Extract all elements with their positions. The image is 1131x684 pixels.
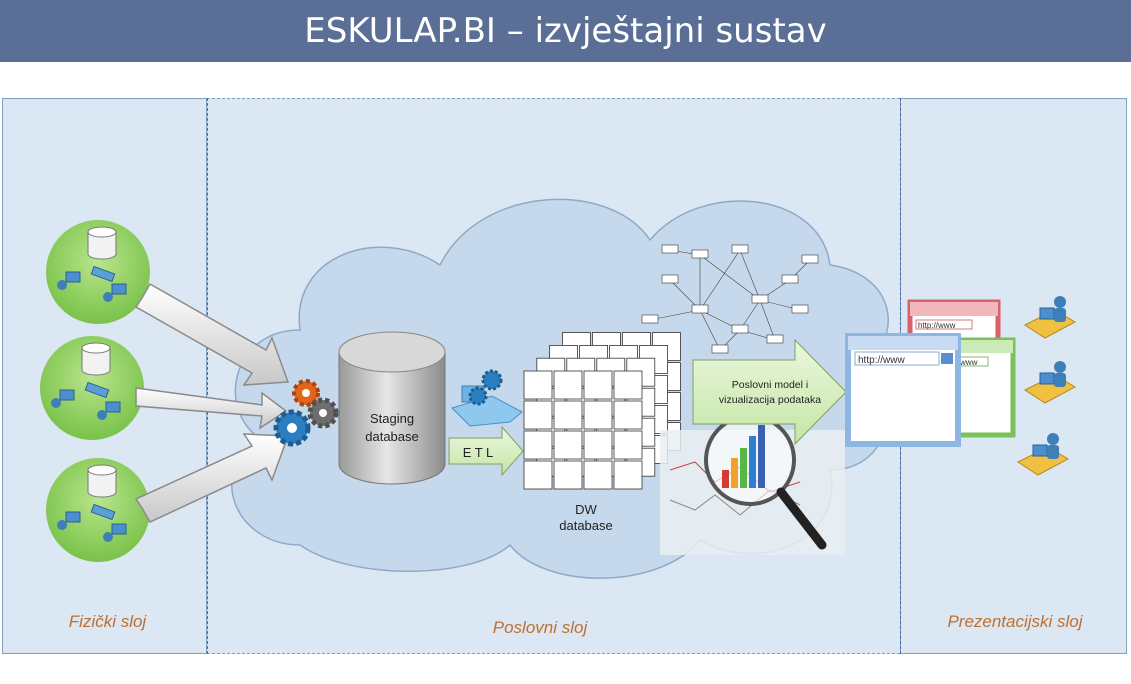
browser-url: http://www — [918, 321, 956, 330]
layer-divider — [207, 98, 208, 654]
dw-cube-cell — [583, 400, 613, 430]
browser-window-blue: http://www — [845, 333, 961, 447]
business-layer-label: Poslovni sloj — [492, 618, 588, 637]
dw-cube-cell — [523, 430, 553, 460]
model-label-line2: vizualizacija podataka — [719, 394, 821, 406]
dw-cube-cell — [553, 370, 583, 400]
etl-label: E T L — [463, 445, 494, 460]
presentation-layer-label: Prezentacijski sloj — [947, 612, 1083, 631]
business-model-arrow: Poslovni model i vizualizacija podataka — [692, 338, 847, 446]
analytics-magnifier-image — [660, 414, 845, 555]
source-system-1 — [46, 220, 150, 324]
model-label-line1: Poslovni model i — [732, 379, 808, 391]
browser-url: http://www — [858, 355, 905, 366]
dw-cube-cell — [613, 460, 643, 490]
user-at-desk-2 — [1023, 361, 1077, 404]
staging-database: Staging database — [338, 331, 446, 485]
dw-cube-cell — [583, 460, 613, 490]
dw-cube-cell — [553, 460, 583, 490]
gears-icon — [273, 379, 339, 447]
dw-cube-cell — [553, 400, 583, 430]
staging-label-line2: database — [365, 429, 419, 444]
dw-cube-cell — [613, 400, 643, 430]
data-model-nodes — [641, 244, 819, 354]
source-system-2 — [40, 336, 144, 440]
dw-database-cube — [523, 332, 681, 490]
dw-cube-cell — [583, 430, 613, 460]
page-title: ESKULAP.BI – izvještajni sustav — [0, 0, 1131, 62]
dw-cube-cell — [523, 370, 553, 400]
puzzle-gear-icon — [451, 369, 523, 427]
source-system-3 — [46, 458, 150, 562]
dw-label-line2: database — [559, 518, 613, 533]
user-at-desk-1 — [1023, 296, 1077, 339]
dw-cube-cell — [613, 370, 643, 400]
physical-layer-label: Fizički sloj — [68, 612, 147, 631]
dw-cube-cell — [523, 460, 553, 490]
dw-cube-cell — [613, 430, 643, 460]
page-title-text: ESKULAP.BI – izvještajni sustav — [304, 11, 827, 51]
dw-label-line1: DW — [575, 502, 597, 517]
user-at-desk-3 — [1016, 433, 1070, 476]
dw-cube-cell — [553, 430, 583, 460]
dw-cube-cell — [523, 400, 553, 430]
staging-label-line1: Staging — [370, 411, 414, 426]
etl-arrow: E T L — [448, 425, 524, 477]
dw-cube-cell — [583, 370, 613, 400]
